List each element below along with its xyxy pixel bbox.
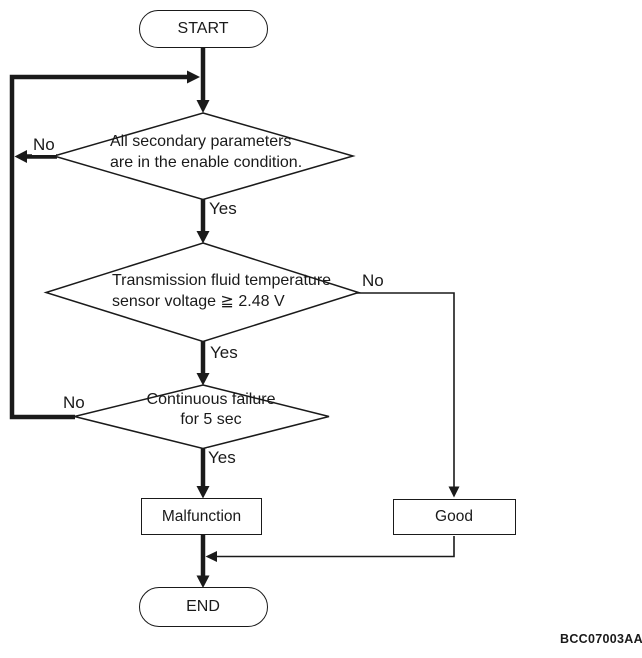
branch-good-to-merge <box>217 536 455 558</box>
figure-code: BCC07003AA <box>560 632 642 646</box>
decision-secondary-parameters-text: All secondary parameters are in the enab… <box>110 131 302 173</box>
decision2-line2: sensor voltage ≧ 2.48 V <box>112 293 285 310</box>
decision-fluid-temp-sensor-text: Transmission fluid temperature sensor vo… <box>112 270 331 312</box>
arrowhead-into-good <box>448 486 460 498</box>
decision-continuous-failure-text: Continuous failure for 5 sec <box>141 390 281 430</box>
decision1-no-label: No <box>32 135 56 155</box>
decision2-yes-label: Yes <box>209 343 239 363</box>
decision3-line2: for 5 sec <box>180 411 242 428</box>
start-node: START <box>138 10 268 48</box>
arrowhead-merge-into-mainline <box>205 551 217 562</box>
loop-return-path <box>9 74 187 420</box>
end-label: END <box>186 598 220 615</box>
decision1-yes-label: Yes <box>208 199 238 219</box>
decision2-no-label: No <box>361 271 385 291</box>
decision3-diamond-shape <box>74 384 330 450</box>
arrowhead-into-malfunction <box>196 486 210 499</box>
good-node: Good <box>392 498 516 535</box>
arrowhead-into-decision2 <box>196 231 210 244</box>
decision2-line1: Transmission fluid temperature <box>112 272 332 289</box>
decision1-line2: are in the enable condition. <box>110 154 303 171</box>
arrowhead-into-end <box>196 575 210 588</box>
decision3-line1: Continuous failure <box>146 391 276 408</box>
decision2-diamond-shape <box>43 242 361 343</box>
arrowhead-into-decision3 <box>196 373 210 386</box>
decision1-diamond-shape <box>51 112 356 201</box>
arrowhead-decision1-no-into-loop <box>14 150 27 163</box>
malfunction-label: Malfunction <box>161 507 242 525</box>
arrowhead-into-decision1 <box>196 100 210 113</box>
decision1-line1: All secondary parameters <box>110 133 292 150</box>
branch-decision2-no-to-good <box>357 292 455 487</box>
malfunction-node: Malfunction <box>141 498 262 535</box>
good-label: Good <box>435 507 473 525</box>
decision3-no-label: No <box>62 393 86 413</box>
decision3-yes-label: Yes <box>207 448 237 468</box>
arrowhead-loop-into-mainline <box>187 70 200 84</box>
start-label: START <box>177 19 229 37</box>
end-node: END <box>138 587 268 627</box>
